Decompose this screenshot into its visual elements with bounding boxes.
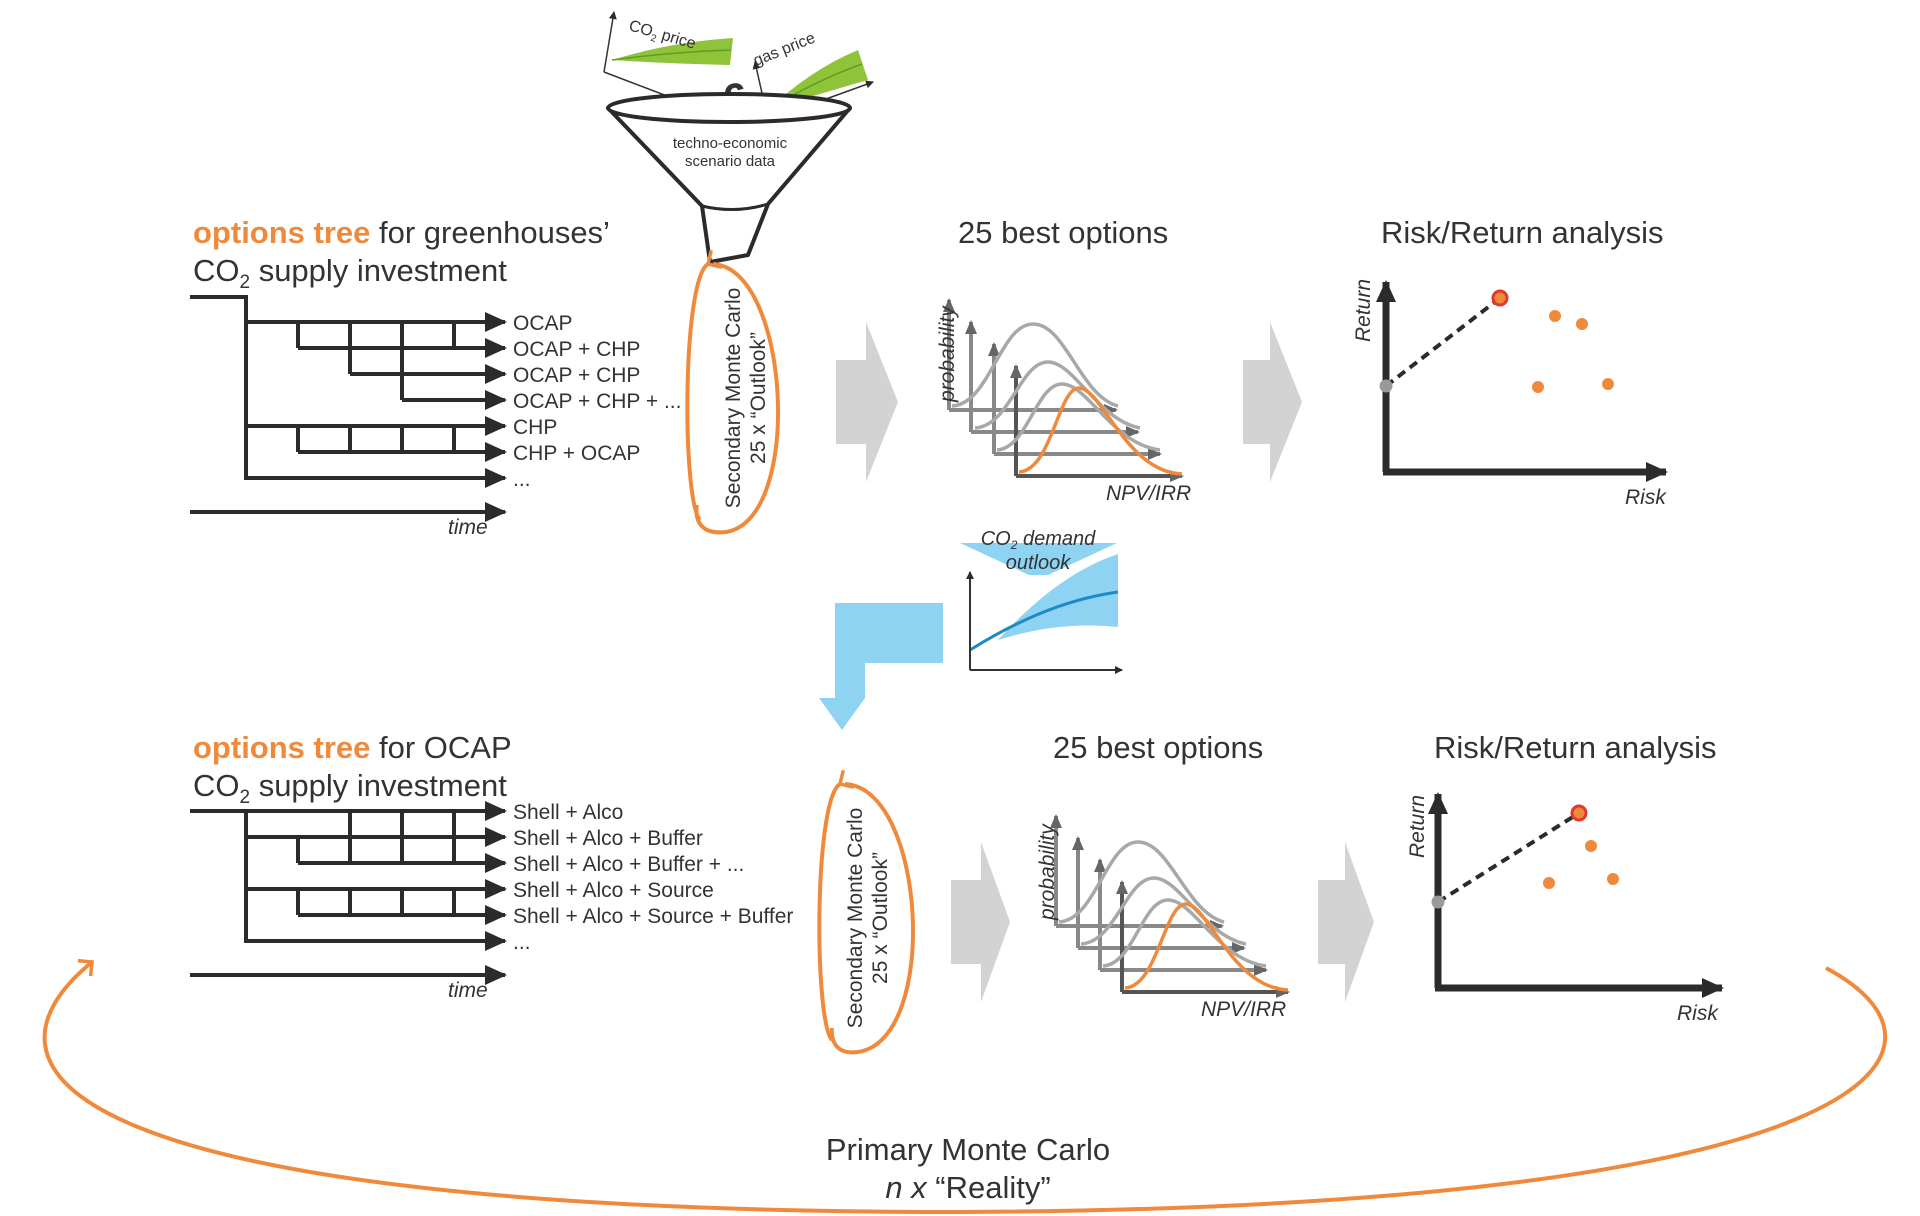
primary-mc-loop: Primary Monte Carlo n x “Reality”	[42, 958, 1888, 1215]
primary-mc-line2: n x “Reality”	[885, 1170, 1050, 1205]
top-best-options: 25 best options probability NPV/IRR	[936, 215, 1191, 505]
demand-title-line1: CO2 demand	[981, 528, 1096, 552]
demand-outlook: CO2 demand outlook	[819, 528, 1123, 730]
top-time-label: time	[448, 516, 488, 539]
bottom-risk-return-title: Risk/Return analysis	[1434, 730, 1717, 765]
bottom-secondary-mc-line1: Secondary Monte Carlo	[844, 808, 867, 1029]
top-probability-label: probability	[936, 305, 959, 403]
top-branch-label: CHP	[513, 416, 557, 439]
demand-title-line2: outlook	[1006, 552, 1071, 574]
flow-arrow-bottom-2	[1318, 842, 1374, 1002]
top-secondary-mc-line1: Secondary Monte Carlo	[722, 288, 745, 509]
top-optimal-point	[1491, 289, 1509, 307]
top-option-point	[1549, 310, 1561, 322]
top-best-options-title: 25 best options	[958, 215, 1168, 250]
bottom-option-point	[1585, 840, 1597, 852]
top-branch-label: OCAP + CHP + ...	[513, 390, 681, 413]
top-branch-label: OCAP	[513, 312, 573, 335]
bottom-distribution-plot: probability NPV/IRR	[1036, 814, 1290, 1021]
top-risk-return: Risk/Return analysis Return Risk	[1352, 215, 1668, 509]
bottom-tree-title-line1: options tree for OCAP	[193, 730, 512, 765]
flow-arrow-top-1	[836, 322, 898, 482]
funnel-label-line1: techno-economic	[673, 135, 788, 152]
bottom-probability-label: probability	[1036, 823, 1059, 921]
bottom-optimal-point	[1570, 804, 1588, 822]
demand-arrow	[960, 543, 1117, 575]
bottom-time-label: time	[448, 979, 488, 1002]
top-branch-labels: OCAP OCAP + CHP OCAP + CHP OCAP + CHP + …	[513, 312, 681, 491]
funnel-rim	[606, 92, 852, 124]
bottom-branch-label: Shell + Alco + Source + Buffer	[513, 905, 793, 928]
top-options-tree: options tree for greenhouses’ CO2 supply…	[190, 215, 681, 539]
primary-loop-arrow	[42, 958, 1888, 1215]
flow-arrow-top-2	[1243, 322, 1302, 482]
top-riskfree-point	[1379, 379, 1393, 393]
bottom-best-options: 25 best options probability NPV/IRR	[1036, 730, 1290, 1021]
bottom-return-label: Return	[1406, 795, 1429, 858]
top-tree-lines	[190, 295, 507, 522]
bottom-options-tree: options tree for OCAP CO2 supply investm…	[190, 730, 793, 1002]
top-secondary-mc-line2: 25 x “Outlook”	[747, 332, 770, 464]
bottom-tree-title-line2: CO2 supply investment	[193, 768, 507, 808]
bottom-secondary-mc-line2: 25 x “Outlook”	[869, 852, 892, 984]
demand-curve	[969, 590, 1119, 652]
top-return-label: Return	[1352, 279, 1375, 342]
top-branch-label: ...	[513, 468, 531, 491]
top-option-point	[1602, 378, 1614, 390]
top-secondary-mc-loop: Secondary Monte Carlo 25 x “Outlook”	[685, 249, 780, 535]
top-distribution-plot: probability NPV/IRR	[936, 298, 1191, 505]
top-risk-return-title: Risk/Return analysis	[1381, 215, 1664, 250]
bottom-option-point	[1607, 873, 1619, 885]
top-option-point	[1532, 381, 1544, 393]
bottom-branch-labels: Shell + Alco Shell + Alco + Buffer Shell…	[513, 801, 793, 954]
top-branch-label: OCAP + CHP	[513, 364, 640, 387]
bottom-best-options-title: 25 best options	[1053, 730, 1263, 765]
bottom-risk-label: Risk	[1677, 1002, 1719, 1025]
top-npv-label: NPV/IRR	[1106, 482, 1191, 505]
bottom-secondary-mc-loop: Secondary Monte Carlo 25 x “Outlook”	[817, 769, 915, 1055]
funnel-icon	[606, 106, 852, 264]
bottom-option-point	[1543, 877, 1555, 889]
bottom-npv-label: NPV/IRR	[1201, 998, 1286, 1021]
bottom-branch-label: Shell + Alco	[513, 801, 623, 824]
bottom-branch-label: Shell + Alco + Buffer + ...	[513, 853, 744, 876]
gas-price-label: gas price	[751, 30, 818, 70]
top-branch-label: OCAP + CHP	[513, 338, 640, 361]
top-tree-title-line1: options tree for greenhouses’	[193, 215, 610, 250]
primary-mc-line1: Primary Monte Carlo	[826, 1132, 1110, 1167]
top-option-point	[1576, 318, 1588, 330]
top-risk-label: Risk	[1625, 486, 1667, 509]
bottom-branch-label: Shell + Alco + Buffer	[513, 827, 703, 850]
flow-arrow-bottom-1	[951, 842, 1010, 1002]
bottom-tree-lines	[190, 801, 507, 985]
bottom-branch-label: ...	[513, 931, 531, 954]
bottom-riskfree-point	[1431, 895, 1445, 909]
co2-price-band	[612, 38, 733, 65]
blue-corner-arrow	[819, 603, 943, 730]
top-branch-label: CHP + OCAP	[513, 442, 640, 465]
funnel-label-line2: scenario data	[685, 153, 776, 170]
top-tree-title-line2: CO2 supply investment	[193, 253, 507, 293]
bottom-branch-label: Shell + Alco + Source	[513, 879, 714, 902]
bottom-risk-return: Risk/Return analysis Return Risk	[1406, 730, 1724, 1025]
funnel-group: CO2 price gas price € techno-economic sc…	[603, 11, 874, 264]
